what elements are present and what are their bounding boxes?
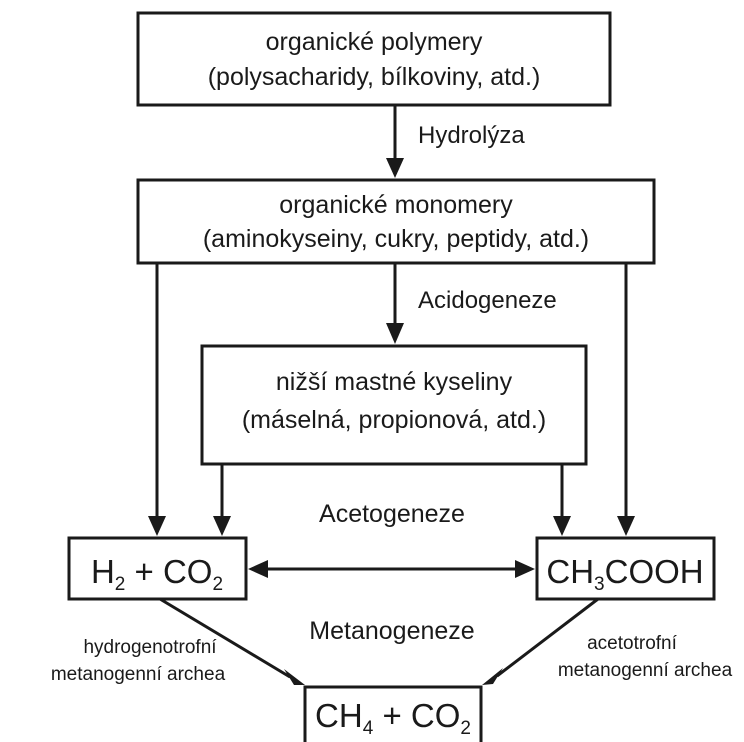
- organic-polymers-examples: (polysacharidy, bílkoviny, atd.): [208, 63, 541, 91]
- acids-to-h2co2-arrow: [213, 464, 231, 536]
- hydrolysis-label: Hydrolýza: [418, 122, 525, 149]
- lower-fatty-acids-examples: (máselná, propionová, atd.): [242, 406, 546, 434]
- h2-co2-formula: H2 + CO2: [91, 553, 223, 595]
- interconversion-double-arrow: [248, 560, 535, 578]
- monomers-to-acetic-arrow: [617, 263, 635, 536]
- acetic-to-methane-arrow: [482, 597, 599, 685]
- organic-polymers-title: organické polymery: [266, 28, 483, 56]
- acetic-acid-formula: CH3COOH: [546, 553, 703, 595]
- monomers-to-h2co2-arrow: [148, 263, 166, 536]
- organic-polymers-box: organické polymery (polysacharidy, bílko…: [136, 11, 612, 107]
- h2co2-to-methane-arrow: [159, 597, 305, 685]
- methane-co2-formula: CH4 + CO2: [315, 697, 471, 739]
- hydrogenotrophic-label-line1: hydrogenotrofní: [83, 637, 217, 658]
- organic-monomers-title: organické monomery: [279, 191, 513, 219]
- methane-co2-box: CH4 + CO2: [303, 685, 483, 742]
- lower-fatty-acids-title: nižší mastné kyseliny: [276, 368, 513, 396]
- methanogenesis-label: Metanogeneze: [309, 617, 474, 645]
- lower-fatty-acids-box: nižší mastné kyseliny (máselná, propiono…: [200, 344, 588, 466]
- hydrogenotrophic-label-line2: metanogenní archea: [51, 664, 226, 685]
- acetotrophic-label-line1: acetotrofní: [587, 633, 677, 654]
- acetic-acid-box: CH3COOH: [535, 536, 716, 601]
- acetotrophic-label-line2: metanogenní archea: [558, 660, 733, 681]
- hydrolysis-arrow: [386, 105, 404, 178]
- acids-to-acetic-arrow: [553, 464, 571, 536]
- acidogenesis-label: Acidogeneze: [418, 287, 557, 314]
- h2-co2-box: H2 + CO2: [67, 536, 248, 601]
- acidogenesis-arrow: [386, 263, 404, 344]
- organic-monomers-box: organické monomery (aminokyseiny, cukry,…: [136, 178, 656, 265]
- organic-monomers-examples: (aminokyseiny, cukry, peptidy, atd.): [203, 225, 589, 253]
- acetogenesis-label: Acetogeneze: [319, 500, 465, 528]
